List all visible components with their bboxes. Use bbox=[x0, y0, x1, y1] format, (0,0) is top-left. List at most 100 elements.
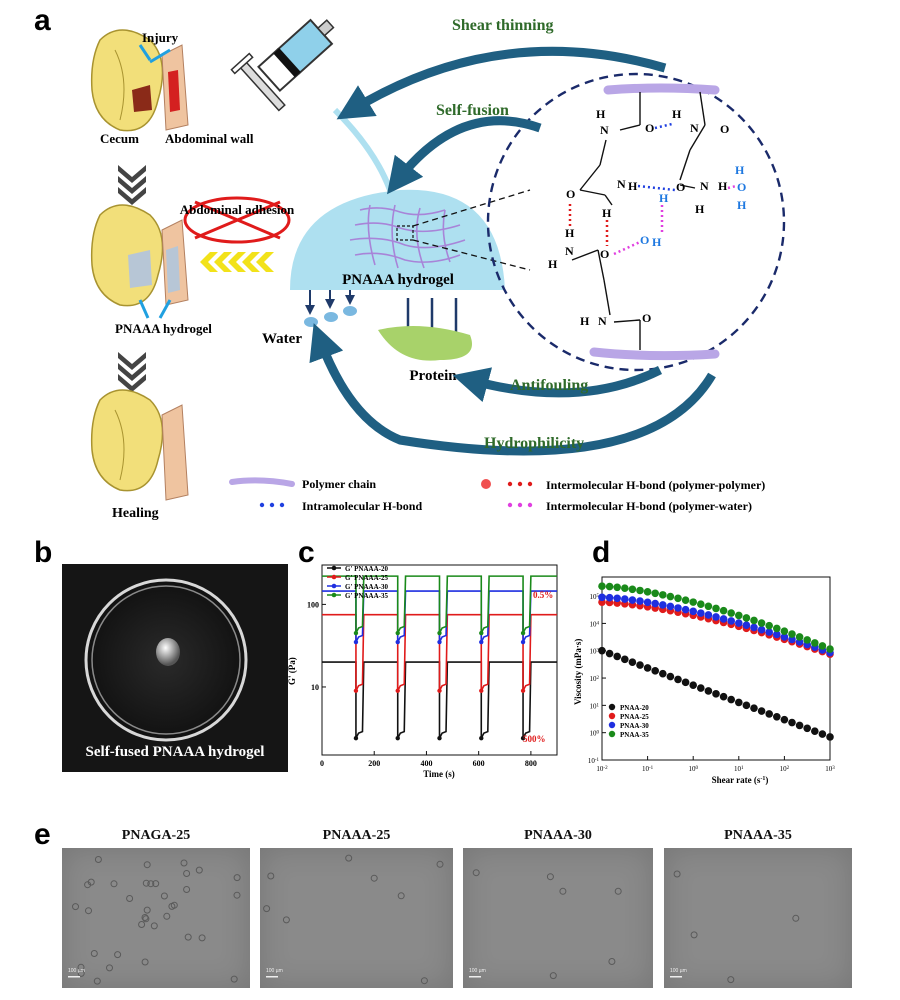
cell-dot bbox=[106, 964, 113, 972]
micrograph: 100 µm bbox=[463, 848, 653, 988]
label-abdominal-wall: Abdominal wall bbox=[165, 131, 254, 146]
d-data-point bbox=[681, 678, 690, 687]
cell-dot bbox=[183, 870, 191, 877]
d-data-point bbox=[712, 613, 720, 621]
d-xtick-label: 101 bbox=[734, 765, 744, 773]
cell-dot bbox=[141, 914, 149, 921]
d-data-point bbox=[727, 695, 735, 704]
d-data-point bbox=[757, 619, 766, 627]
cell-dot bbox=[170, 901, 178, 909]
label-cecum: Cecum bbox=[100, 131, 139, 146]
d-data-point bbox=[803, 636, 811, 644]
d-data-point bbox=[628, 596, 637, 604]
cell-dot bbox=[147, 880, 155, 888]
d-data-point bbox=[651, 589, 659, 598]
svg-text:H: H bbox=[672, 107, 682, 121]
cell-dot bbox=[608, 958, 616, 965]
d-data-point bbox=[621, 595, 629, 603]
c-legend-marker bbox=[331, 574, 337, 580]
d-data-point bbox=[605, 649, 614, 658]
cell-dot bbox=[195, 866, 203, 874]
svg-text:N: N bbox=[600, 123, 609, 137]
d-frame bbox=[601, 576, 831, 761]
c-series-line bbox=[322, 575, 557, 634]
d-data-point bbox=[613, 594, 621, 603]
molecular-structure bbox=[571, 91, 706, 350]
svg-text:O: O bbox=[645, 121, 654, 135]
legend-inter-pw: Intermolecular H-bond (polymer-water) bbox=[546, 499, 752, 513]
polymer-chain-top bbox=[603, 83, 720, 95]
d-data-point bbox=[621, 584, 629, 593]
svg-text:N: N bbox=[690, 121, 699, 135]
c-frame bbox=[321, 564, 558, 756]
d-data-point bbox=[719, 606, 728, 615]
svg-text:O: O bbox=[640, 233, 649, 247]
cell-dot bbox=[90, 950, 98, 957]
arrow-antifouling bbox=[452, 365, 663, 403]
d-ytick-label: 102 bbox=[590, 675, 600, 683]
c-min-point bbox=[479, 688, 484, 693]
organ-hydrogel bbox=[90, 204, 189, 319]
d-data-point bbox=[674, 604, 682, 612]
d-xtick-label: 102 bbox=[780, 765, 790, 773]
d-data-point bbox=[598, 646, 606, 655]
cell-dot bbox=[87, 878, 95, 886]
d-data-point bbox=[826, 645, 834, 653]
d-legend-label: PNAA-30 bbox=[620, 722, 649, 730]
d-data-point bbox=[674, 594, 682, 603]
d-data-point bbox=[719, 692, 728, 701]
d-ytick-label: 105 bbox=[590, 593, 600, 601]
syringe-icon bbox=[230, 18, 335, 112]
d-data-point bbox=[735, 619, 743, 627]
cell-dot bbox=[143, 861, 151, 869]
c-xtick-label: 200 bbox=[368, 759, 380, 768]
arrow-self-fusion bbox=[386, 116, 542, 195]
cell-dot bbox=[282, 916, 290, 924]
d-data-point bbox=[742, 701, 751, 710]
svg-text:O: O bbox=[720, 122, 729, 136]
cell-dot bbox=[152, 880, 160, 888]
panel-label-e: e bbox=[34, 818, 51, 851]
label-antifouling: Antifouling bbox=[510, 377, 588, 394]
c-annotation-high: 0.5% bbox=[533, 590, 553, 600]
svg-text:H: H bbox=[695, 202, 705, 216]
legend-polymer-chain: Polymer chain bbox=[302, 477, 376, 491]
scale-bar bbox=[670, 976, 682, 978]
d-data-point bbox=[704, 602, 713, 611]
d-data-point bbox=[697, 609, 705, 617]
cell-dot bbox=[370, 874, 378, 882]
micro-label: PNAAA-30 bbox=[524, 828, 592, 843]
c-min-point bbox=[353, 688, 359, 693]
cell-dot bbox=[183, 886, 191, 893]
cell-dot bbox=[77, 969, 85, 977]
cell-dot bbox=[267, 872, 275, 880]
d-data-point bbox=[750, 704, 758, 712]
d-legend-marker bbox=[608, 712, 616, 720]
d-data-point bbox=[651, 599, 659, 608]
cell-dot bbox=[142, 879, 150, 887]
c-xtick-label: 400 bbox=[420, 759, 432, 768]
label-abdominal-adhesion: Abdominal adhesion bbox=[180, 202, 295, 217]
cell-dot bbox=[472, 869, 480, 877]
legend-polymer-chain-swatch bbox=[229, 477, 295, 487]
cell-dot bbox=[180, 859, 188, 867]
d-ytick-label: 101 bbox=[590, 702, 600, 710]
svg-text:H: H bbox=[565, 226, 575, 240]
d-data-point bbox=[780, 715, 789, 724]
c-xtick-label: 800 bbox=[525, 759, 537, 768]
svg-text:N: N bbox=[565, 244, 574, 258]
cell-dot bbox=[160, 892, 168, 900]
cell-dot bbox=[397, 892, 405, 900]
c-series-line bbox=[322, 661, 557, 739]
svg-text:O: O bbox=[642, 311, 651, 325]
panel-label-c: c bbox=[298, 536, 315, 569]
d-data-point bbox=[681, 605, 690, 614]
c-min-point bbox=[479, 630, 484, 636]
panel-label-b: b bbox=[34, 536, 53, 569]
d-data-point bbox=[651, 667, 659, 675]
cell-dot bbox=[141, 958, 149, 966]
svg-text:N: N bbox=[700, 179, 709, 193]
d-data-point bbox=[727, 609, 735, 617]
d-data-point bbox=[765, 628, 773, 636]
